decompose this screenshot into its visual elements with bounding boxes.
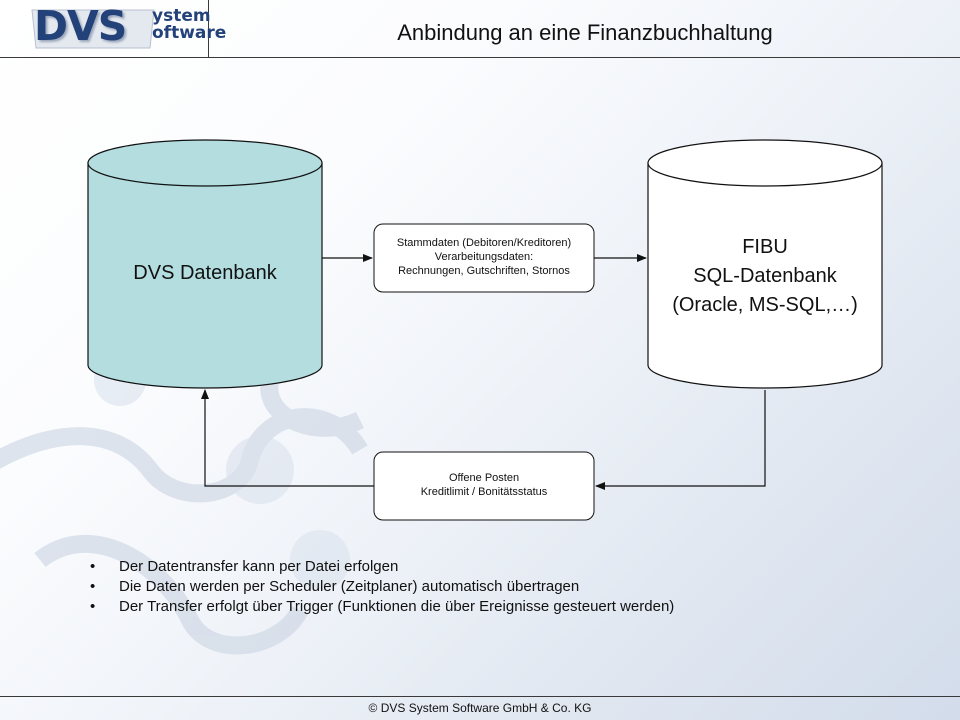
bullet-item: • Der Transfer erfolgt über Trigger (Funk… [88,597,674,617]
fibu-label-line: FIBU [742,236,788,258]
arrow-fibu-to-box [595,390,766,490]
footer-rule [0,696,960,697]
bullet-list: • Der Datentransfer kann per Datei erfolg… [88,557,674,617]
bullet-item: • Der Datentransfer kann per Datei erfolg… [88,557,674,577]
fibu-database-label: FIBU SQL-Datenbank (Oracle, MS-SQL,…) [648,233,882,320]
logo-main-text: DVS [34,2,127,50]
bullet-marker: • [90,558,96,575]
logo-badge-shape [31,9,155,49]
bullet-item: • Die Daten werden per Scheduler (Zeitpla… [88,577,674,597]
box-line: Verarbeitungsdaten: [434,251,534,263]
fibu-label-line: (Oracle, MS-SQL,…) [672,294,858,316]
header-divider [208,0,209,57]
dvs-logo: DVS ystem oftware [30,2,226,54]
box-line: Offene Posten [448,472,520,484]
bullet-marker: • [90,598,96,615]
bullet-text: Der Transfer erfolgt über Trigger (Funkt… [119,598,675,615]
arrow-box-to-dvs [201,389,374,487]
box-line: Rechnungen, Gutschriften, Stornos [398,265,570,277]
bullet-text: Der Datentransfer kann per Datei erfolge… [119,558,399,575]
bullet-text: Die Daten werden per Scheduler (Zeitplan… [119,578,580,595]
dvs-database-cylinder [87,139,323,389]
fibu-label-line: SQL-Datenbank [693,265,837,287]
open-items-text: Offene Posten Kreditlimit / Bonitätsstat… [374,471,594,499]
logo-small-bottom: oftware [152,23,227,43]
bullet-marker: • [90,578,96,595]
page-title: Anbindung an eine Finanzbuchhaltung [397,20,773,45]
box-line: Kreditlimit / Bonitätsstatus [420,486,548,498]
master-data-text: Stammdaten (Debitoren/Kreditoren) Verarb… [374,236,594,278]
header-rule [0,57,960,58]
dvs-database-label: DVS Datenbank [133,262,277,284]
footer-copyright: © DVS System Software GmbH & Co. KG [368,701,592,715]
logo-small-top: ystem [152,6,211,26]
fibu-database-cylinder [647,139,883,389]
box-line: Stammdaten (Debitoren/Kreditoren) [396,237,572,249]
